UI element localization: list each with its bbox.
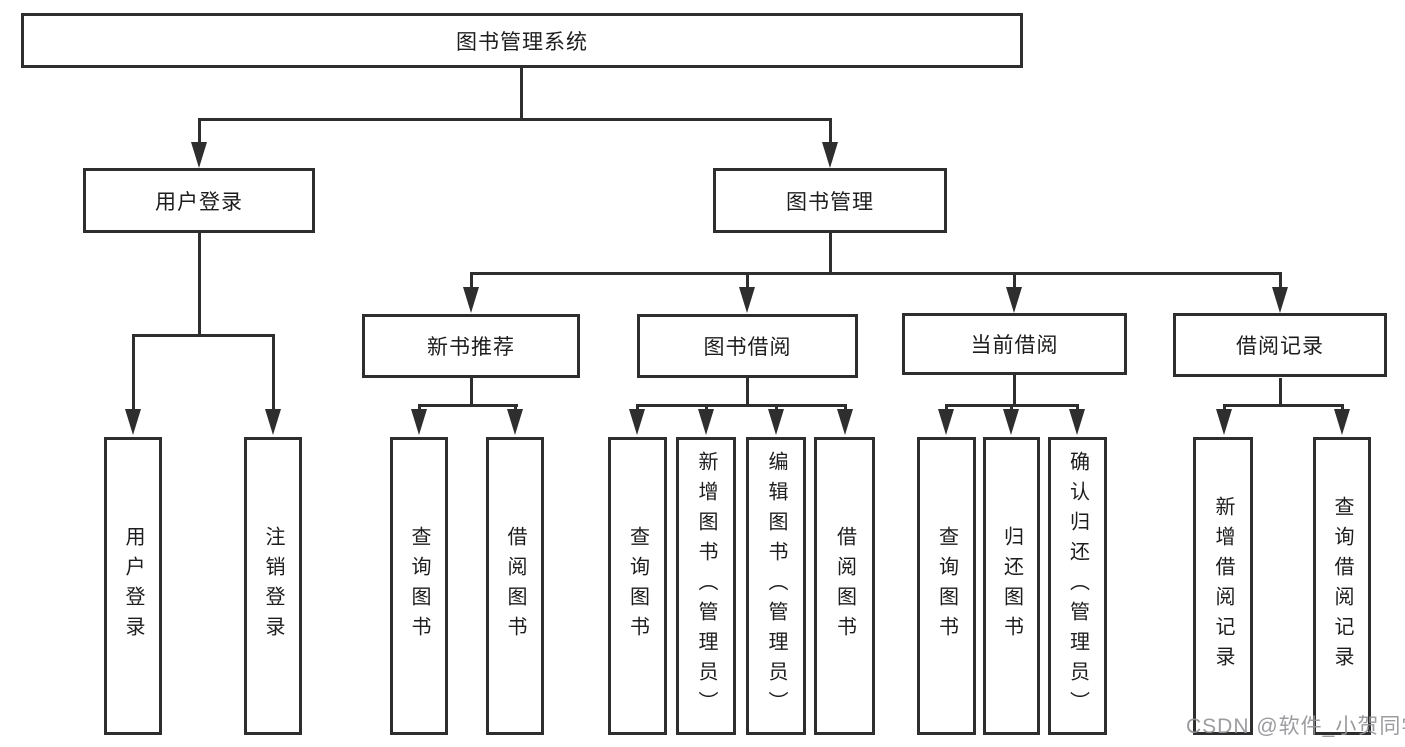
arrowhead-leaf — [1069, 409, 1085, 435]
node-label: 新书推荐 — [427, 336, 515, 359]
arrowhead-leaf — [411, 409, 427, 435]
connector-book-mgmt-drop — [829, 118, 832, 144]
leaf-label: 归还图书 — [1000, 526, 1023, 646]
leaf-confirm-return-admin: 确认归还（管理员） — [1048, 437, 1107, 735]
connector-book-mgmt-branch — [470, 272, 1282, 275]
connector-section-branch — [418, 404, 518, 407]
node-current-borrow: 当前借阅 — [902, 313, 1127, 375]
node-label: 图书借阅 — [703, 336, 792, 359]
leaf-label: 查询图书 — [935, 526, 958, 646]
leaf-query-book: 查询图书 — [608, 437, 667, 735]
connector-leaf-drop — [132, 334, 135, 411]
connector-leaf-drop — [1076, 404, 1079, 413]
connector-leaf-drop — [1223, 404, 1226, 413]
arrowhead-leaf — [1334, 409, 1350, 435]
arrowhead-leaf — [1003, 409, 1019, 435]
connector-section-drop — [470, 272, 473, 290]
connector-user-login-stem — [198, 231, 201, 336]
arrowhead-leaf — [1216, 409, 1232, 435]
connector-leaf-drop — [1341, 404, 1344, 413]
arrowhead-section — [739, 287, 755, 313]
arrowhead-book-mgmt — [822, 142, 838, 168]
arrowhead-leaf — [265, 409, 281, 435]
connector-leaf-drop — [514, 404, 517, 413]
connector-user-login-branch — [132, 334, 275, 337]
leaf-label: 新增图书（管理员） — [695, 451, 717, 721]
leaf-add-book-admin: 新增图书（管理员） — [676, 437, 736, 735]
connector-leaf-drop — [1010, 404, 1013, 413]
leaf-label: 确认归还（管理员） — [1066, 451, 1089, 721]
arrowhead-leaf — [837, 409, 853, 435]
connector-section-stem — [470, 378, 473, 407]
connector-user-login-drop — [198, 118, 201, 144]
node-user-login-label: 用户登录 — [155, 190, 243, 214]
arrowhead-leaf — [125, 409, 141, 435]
connector-leaf-drop — [945, 404, 948, 413]
leaf-label: 查询借阅记录 — [1331, 496, 1353, 676]
connector-leaf-drop — [705, 404, 708, 413]
connector-root-branch — [198, 118, 832, 121]
connector-leaf-drop — [844, 404, 847, 413]
connector-section-branch — [1223, 404, 1344, 407]
leaf-label: 查询图书 — [626, 526, 649, 646]
leaf-label: 查询图书 — [408, 526, 430, 646]
leaf-edit-book-admin: 编辑图书（管理员） — [746, 437, 806, 735]
leaf-return-book: 归还图书 — [983, 437, 1040, 735]
node-book-borrow: 图书借阅 — [637, 314, 858, 378]
leaf-label: 借阅图书 — [504, 526, 526, 646]
leaf-label: 注销登录 — [262, 526, 284, 646]
leaf-label: 用户登录 — [122, 526, 144, 646]
arrowhead-user-login — [191, 142, 207, 168]
leaf-label: 新增借阅记录 — [1212, 496, 1234, 676]
arrowhead-leaf — [768, 409, 784, 435]
connector-section-stem — [1279, 378, 1282, 407]
leaf-borrow-book: 借阅图书 — [486, 437, 544, 735]
arrowhead-leaf — [698, 409, 714, 435]
arrowhead-leaf — [507, 409, 523, 435]
arrowhead-section — [1006, 287, 1022, 313]
leaf-user-login: 用户登录 — [104, 437, 162, 735]
node-borrow-records: 借阅记录 — [1173, 313, 1387, 377]
connector-leaf-drop — [418, 404, 421, 413]
node-book-mgmt: 图书管理 — [713, 168, 947, 233]
connector-section-drop — [746, 272, 749, 290]
connector-section-branch — [636, 404, 847, 407]
node-label: 当前借阅 — [970, 334, 1059, 357]
leaf-query-book: 查询图书 — [390, 437, 448, 735]
leaf-add-borrow-record: 新增借阅记录 — [1193, 437, 1253, 735]
node-label: 借阅记录 — [1236, 335, 1324, 358]
leaf-label: 借阅图书 — [833, 526, 856, 646]
arrowhead-section — [463, 287, 479, 313]
leaf-borrow-book: 借阅图书 — [814, 437, 875, 735]
node-new-book-recommend: 新书推荐 — [362, 314, 580, 378]
arrowhead-leaf — [938, 409, 954, 435]
arrowhead-leaf — [629, 409, 645, 435]
connector-book-mgmt-stem — [829, 231, 832, 275]
leaf-logout: 注销登录 — [244, 437, 302, 735]
node-root-label: 图书管理系统 — [456, 30, 588, 54]
connector-root-stem — [520, 66, 523, 121]
connector-section-drop — [1013, 272, 1016, 290]
node-root: 图书管理系统 — [21, 13, 1023, 68]
node-book-mgmt-label: 图书管理 — [786, 190, 874, 214]
arrowhead-section — [1272, 287, 1288, 313]
leaf-query-borrow-record: 查询借阅记录 — [1313, 437, 1371, 735]
leaf-label: 编辑图书（管理员） — [765, 451, 787, 721]
connector-section-stem — [1013, 374, 1016, 407]
csdn-watermark: CSDN @软件_小贺同学 — [1186, 715, 1405, 738]
connector-leaf-drop — [272, 334, 275, 411]
connector-leaf-drop — [775, 404, 778, 413]
leaf-query-book: 查询图书 — [917, 437, 976, 735]
connector-section-stem — [746, 378, 749, 407]
node-user-login: 用户登录 — [83, 168, 315, 233]
connector-leaf-drop — [636, 404, 639, 413]
connector-section-drop — [1279, 272, 1282, 290]
